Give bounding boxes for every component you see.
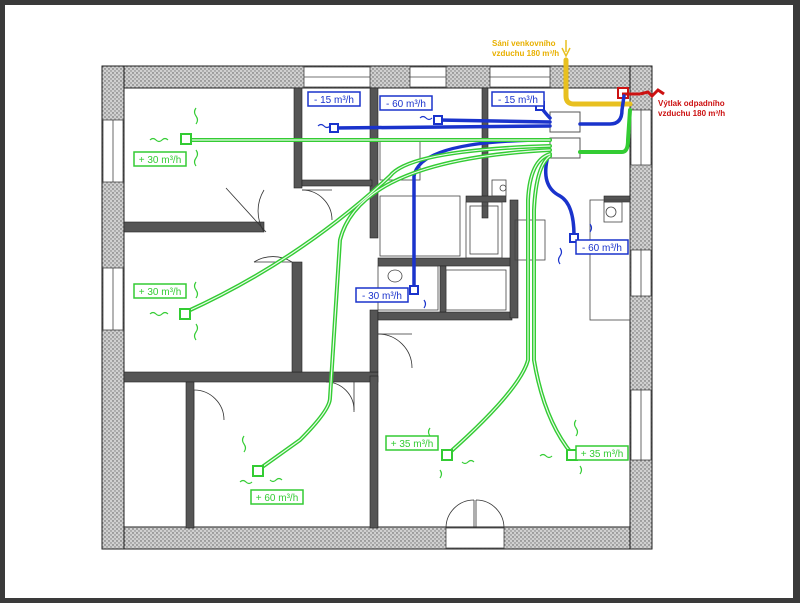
supply-valve-icon xyxy=(441,449,453,461)
intake-duct xyxy=(563,57,633,107)
supply-valve-icon xyxy=(180,133,192,145)
supply-label: + 30 m³/h xyxy=(139,287,182,298)
doors xyxy=(193,187,505,529)
outlet-label-line1: Výtlak odpadního xyxy=(658,99,725,108)
supply-label: + 30 m³/h xyxy=(139,155,182,166)
exhaust-label: - 15 m³/h xyxy=(498,95,538,106)
supply-ducts-inner xyxy=(185,139,573,471)
intake-label-line1: Sání venkovního xyxy=(492,39,556,48)
supply-label: + 35 m³/h xyxy=(391,439,434,450)
windows xyxy=(102,66,652,549)
outlet-duct xyxy=(622,88,665,99)
exhaust-label: - 15 m³/h xyxy=(314,95,354,106)
supply-label: + 35 m³/h xyxy=(581,449,624,460)
exhaust-valve-icon xyxy=(409,285,419,295)
supply-valve-icon xyxy=(252,465,264,477)
exhaust-label: - 60 m³/h xyxy=(582,243,622,254)
outlet-label-line2: vzduchu 180 m³/h xyxy=(658,109,725,118)
exhaust-valve-icon xyxy=(433,115,443,125)
supply-valve-icon xyxy=(179,308,191,320)
supply-label-boxes xyxy=(133,151,629,505)
intake-label-line2: vzduchu 180 m³/h xyxy=(492,49,559,58)
intake-terminal-icon xyxy=(561,40,571,58)
exhaust-label: - 60 m³/h xyxy=(386,99,426,110)
exhaust-label: - 30 m³/h xyxy=(362,291,402,302)
supply-label: + 60 m³/h xyxy=(256,493,299,504)
exhaust-valve-icon xyxy=(329,123,339,133)
exhaust-valve-icon xyxy=(569,233,579,243)
exhaust-label-boxes xyxy=(307,91,629,303)
ventilation-unit-icon xyxy=(549,111,581,159)
